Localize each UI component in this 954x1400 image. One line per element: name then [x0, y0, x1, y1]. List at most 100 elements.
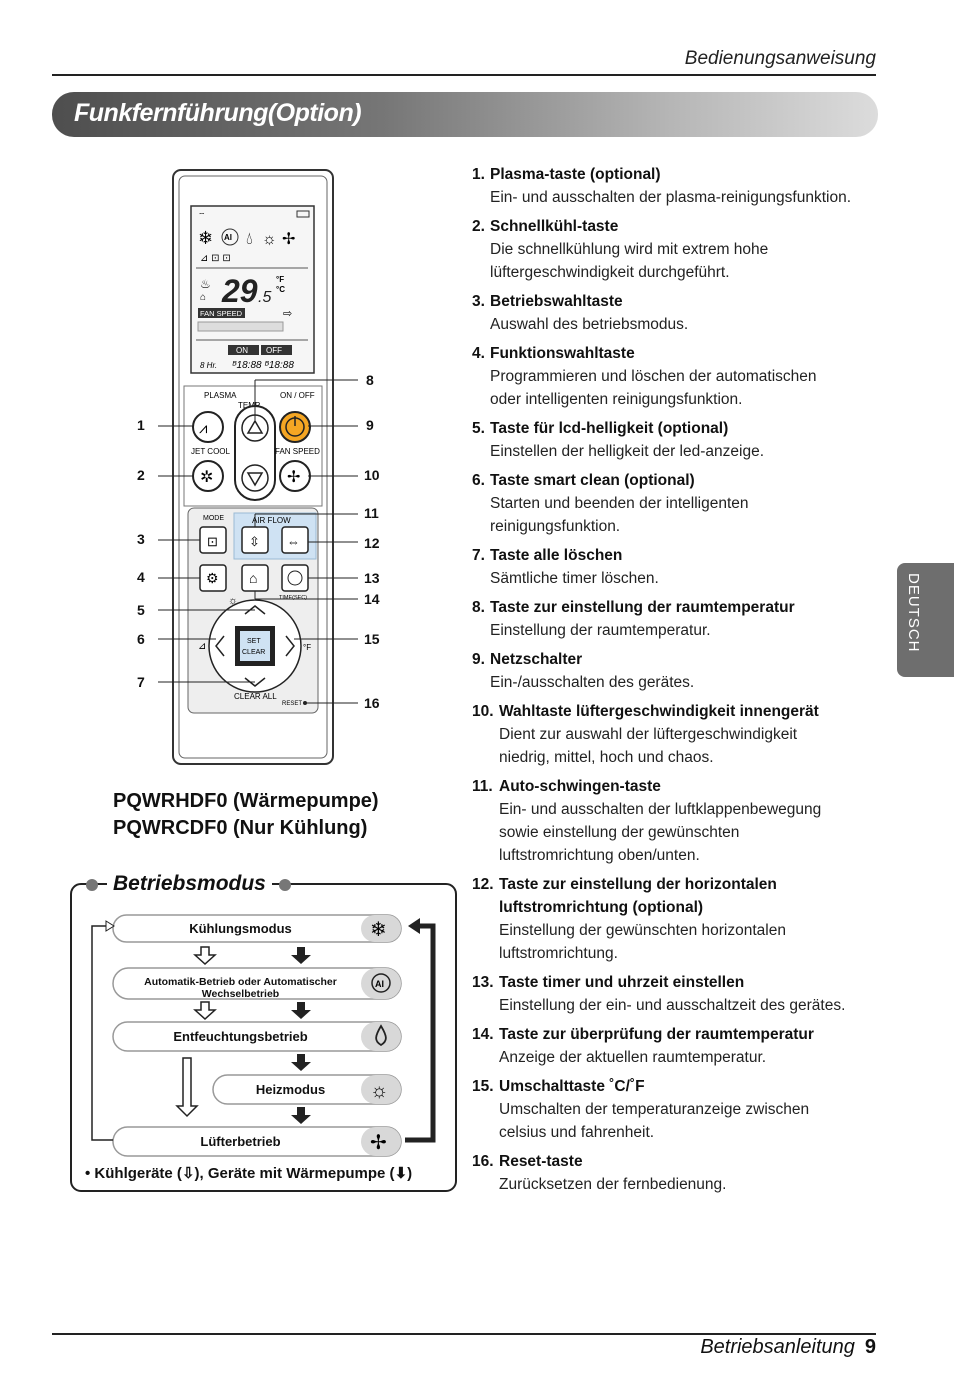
svg-text:⌂: ⌂	[200, 292, 206, 303]
list-item-title: 7. Taste alle löschen	[472, 544, 882, 567]
page-number: 9	[864, 1336, 876, 1358]
list-item-heading: Taste zur einstellung der horizontalen	[499, 876, 777, 893]
list-item-description: lüftergeschwindigkeit durchgeführt.	[490, 264, 730, 281]
list-item-description: luftstromrichtung oben/unten.	[499, 847, 700, 864]
list-item-description: Einstellung der ein- und ausschaltzeit d…	[499, 997, 846, 1014]
svg-text:RESET: RESET	[282, 701, 302, 707]
svg-text:⇳: ⇳	[249, 534, 260, 549]
list-item-heading: Netzschalter	[490, 651, 583, 668]
fan-mode-icon: ✢	[370, 1132, 387, 1154]
list-item-heading: Auto-schwingen-taste	[499, 778, 661, 795]
callout-9: 9	[366, 417, 374, 433]
svg-text:SET: SET	[247, 638, 261, 645]
mode-cooling: Kühlungsmodus	[189, 921, 292, 936]
list-item-title: 10. Wahltaste lüftergeschwindigkeit innen…	[472, 700, 882, 723]
svg-text:ON / OFF: ON / OFF	[280, 391, 315, 400]
list-item-description: oder intelligenten reinigungsfunktion.	[490, 391, 743, 408]
list-item-description: Ein-/ausschalten des gerätes.	[490, 674, 695, 691]
lcd-display: ⌔ ❄ AI 💧︎ ☼ ✢ ⊿ ⊡ ⊡ ♨ ⌂ 29 .5 °F °C FAN …	[190, 205, 315, 374]
list-item-heading: Betriebswahltaste	[490, 293, 623, 310]
list-item-description: Sämtliche timer löschen.	[490, 570, 659, 587]
svg-text:TEMP: TEMP	[238, 401, 260, 410]
model-cooling: PQWRCDF0 (Nur Kühlung)	[113, 817, 368, 839]
list-item-description: luftstromrichtung.	[499, 945, 618, 962]
svg-text:.5: .5	[258, 289, 271, 306]
svg-text:°F: °F	[303, 643, 311, 652]
list-item-description: Starten und beenden der intelligenten	[490, 495, 749, 512]
callout-2: 2	[137, 467, 145, 483]
list-item-description: Ein- und ausschalten der plasma-reinigun…	[490, 189, 852, 206]
list-item-description: Programmieren und löschen der automatisc…	[490, 368, 817, 385]
list-item-description: sowie einstellung der gewünschten	[499, 824, 740, 841]
list-item-number: 15.	[472, 1078, 494, 1095]
svg-text:FAN SPEED: FAN SPEED	[275, 447, 320, 456]
svg-text:TIME(SEC): TIME(SEC)	[279, 595, 307, 601]
list-item-heading: Taste zur überprüfung der raumtemperatur	[499, 1026, 814, 1043]
list-item-heading: Wahltaste lüftergeschwindigkeit innenger…	[499, 703, 819, 720]
list-item-title: 3.Betriebswahltaste	[472, 290, 882, 313]
mode-legend-note: • Kühlgeräte (⇩), Geräte mit Wärmepumpe …	[85, 1165, 413, 1182]
list-item-heading: Taste für lcd-helligkeit (optional)	[490, 420, 729, 437]
title-bar: Funkfernführung(Option)	[52, 92, 878, 137]
callout-14: 14	[364, 591, 380, 607]
mode-dehumidify: Entfeuchtungsbetrieb	[173, 1029, 308, 1044]
mode-fan: Lüfterbetrieb	[200, 1134, 281, 1149]
callout-7: 7	[137, 674, 145, 690]
svg-text:°F: °F	[276, 275, 284, 284]
list-item: 14.Taste zur überprüfung der raumtempera…	[472, 1023, 882, 1069]
list-item-title: 2. Schnellkühl-taste	[472, 215, 882, 238]
list-item-number: 11.	[472, 778, 493, 795]
svg-text:⇔: ⇔	[287, 534, 300, 549]
list-item-heading: Taste alle löschen	[490, 547, 623, 564]
callout-11: 11	[364, 505, 379, 521]
callout-12: 12	[364, 535, 380, 551]
list-item-title: 16.Reset-taste	[472, 1150, 882, 1173]
svg-text:✲: ✲	[200, 469, 213, 486]
list-item-number: 1.	[472, 166, 485, 183]
callout-13: 13	[364, 570, 380, 586]
list-item-title: 13.Taste timer und uhrzeit einstellen	[472, 971, 882, 994]
list-item-number: 7.	[472, 547, 485, 564]
list-item: 1. Plasma-taste (optional) Ein- und aussch…	[472, 163, 882, 209]
list-item-heading: Plasma-taste (optional)	[490, 166, 661, 183]
sun-icon: ☼	[262, 231, 277, 248]
list-item-heading: Funktionswahltaste	[490, 345, 635, 362]
list-item-number: 10.	[472, 703, 494, 720]
list-item-description: Einstellen der helligkeit der led-anzeig…	[490, 443, 764, 460]
list-item-heading: Schnellkühl-taste	[490, 218, 619, 235]
list-item-title: 6.Taste smart clean (optional)	[472, 469, 882, 492]
list-item: 8.Taste zur einstellung der raumtemperat…	[472, 596, 882, 642]
list-item-number: 2.	[472, 218, 485, 235]
fan-icon: ✢	[282, 231, 295, 248]
svg-text:⊿ ⊡ ⊡: ⊿ ⊡ ⊡	[200, 253, 231, 264]
list-item-description: Die schnellkühlung wird mit extrem hohe	[490, 241, 769, 258]
list-item-description: Zurücksetzen der fernbedienung.	[499, 1176, 727, 1193]
svg-text:ON: ON	[236, 346, 248, 355]
list-item-heading: Reset-taste	[499, 1153, 583, 1170]
list-item: 12.Taste zur einstellung der horizontale…	[472, 873, 882, 965]
mode-auto: Automatik-Betrieb oder Automatischer Wec…	[144, 976, 337, 1000]
language-tab-label: DEUTSCH	[905, 573, 922, 653]
heat-mode-icon: ☼	[370, 1080, 388, 1102]
svg-text:💧︎: 💧︎	[246, 229, 253, 248]
callout-16: 16	[364, 695, 380, 711]
svg-text:OFF: OFF	[266, 346, 282, 355]
footer-text: Betriebsanleitung	[700, 1336, 855, 1358]
callout-15: 15	[364, 631, 380, 647]
list-item-description: Dient zur auswahl der lüftergeschwindigk…	[499, 726, 798, 743]
list-item-number: 8.	[472, 599, 485, 616]
language-tab: DEUTSCH	[897, 563, 954, 677]
list-item-title: 12.Taste zur einstellung der horizontale…	[472, 873, 882, 919]
callout-10: 10	[364, 467, 380, 483]
operating-mode-diagram: ❄ AI ☼ ✢	[70, 879, 457, 1192]
list-item-title: 8.Taste zur einstellung der raumtemperat…	[472, 596, 882, 619]
list-item-title: 11. Auto-schwingen-taste	[472, 775, 882, 798]
